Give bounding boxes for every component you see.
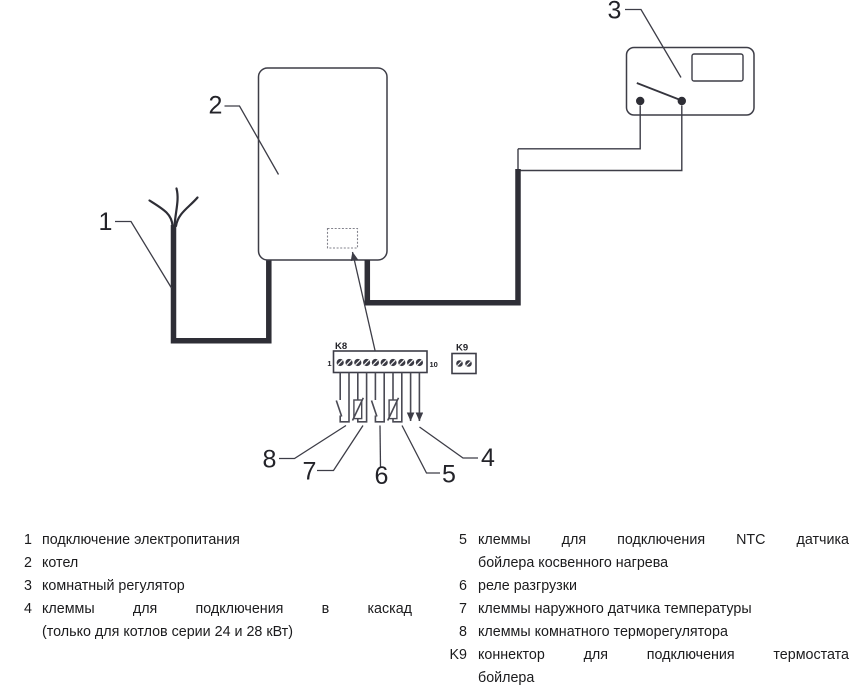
leader-outdoor-sensor [317,425,364,472]
legend-item-number: K9 [449,647,468,663]
callout-boiler: 2 [209,92,223,120]
k8-terminal-block: K8 1 10 [327,341,438,374]
callout-room-thermostat: 8 [263,446,277,474]
regulator-to-boiler-wiring [364,105,683,306]
power-cable-wire [170,225,272,344]
legend-item: 1 подключение электропитания [20,529,412,552]
k9-block-outline [451,352,477,375]
outdoor-sensor-symbol [351,372,368,423]
legend-item-number: 6 [459,578,467,594]
callout-labels: 1 2 3 8 7 6 5 4 [99,0,622,490]
room-thermostat-contact-symbol [335,372,350,423]
legend-item-text: подключение электропитания [42,532,240,548]
legend-item-number: 5 [459,532,467,548]
callout-cascade: 4 [481,444,495,472]
legend-item-number: 7 [459,601,467,617]
callout-relay: 6 [375,462,389,490]
legend-item-number: 1 [24,532,32,548]
legend-item-text: коннектор для подключения термостата [478,647,849,663]
legend-item-text: клеммы наружного датчика температуры [478,601,752,617]
power-wire-strand-middle [173,187,179,228]
k9-connector: K9 [451,343,477,375]
legend-item-number: 4 [24,601,32,617]
thermostat-switch-lever [636,82,683,102]
k8-block-outline [332,350,428,374]
legend-item: 3 комнатный регулятор [20,575,412,598]
callout-leaders [115,8,682,474]
power-wire-strand-left [148,199,174,228]
power-wire-strand-right [174,196,199,228]
room-regulator [625,46,755,116]
legend-item-number: 8 [459,624,467,640]
k8-location-dashed-box [326,227,359,249]
k8-block-label: K8 [335,341,347,352]
room-regulator-display [691,53,744,82]
legend-item-text: клеммы для подключения NTC датчика [478,532,849,548]
k8-terminal-10-label: 10 [430,360,438,369]
legend-item-text: комнатный регулятор [42,578,185,594]
legend-item: 7 клеммы наружного датчика температуры [432,598,849,621]
legend-item-text: реле разгрузки [478,578,577,594]
k8-external-wiring [335,372,424,423]
callout-room-regulator: 3 [608,0,622,25]
legend-item-text: клеммы для подключения в каскад [42,601,412,617]
leader-boiler [224,105,280,175]
regulator-wire-right [518,105,683,172]
legend-item: 4 клеммы для подключения в каскад (тольк… [20,598,412,644]
legend-item-text: (только для котлов серии 24 и 28 кВт) [42,624,293,640]
k8-location-arrow [350,251,377,353]
k8-terminal-1-label: 1 [327,359,331,368]
legend-item: 5 клеммы для подключения NTC датчика бой… [432,529,849,575]
callout-ntc-sensor: 5 [442,461,456,489]
legend-item-text: бойлера [478,670,535,686]
legend-item-number: 2 [24,555,32,571]
leader-room-regulator [625,8,682,78]
leader-ntc-sensor [401,425,440,474]
power-supply-cable [148,187,272,344]
regulator-cable [364,169,521,306]
boiler-body [257,67,388,261]
boiler-wiring-diagram: K8 1 10 K9 [99,0,755,490]
legend-item-number: 3 [24,578,32,594]
leader-room-thermostat [279,424,347,460]
legend-left-column: 1 подключение электропитания 2 котел 3 к… [20,529,412,644]
thermostat-contact-right [677,96,686,106]
callout-power-supply: 1 [99,208,113,236]
leader-power-supply [115,220,173,289]
leader-relay [379,425,382,468]
unload-relay-symbol [370,372,385,423]
callout-outdoor-sensor: 7 [303,458,317,486]
ntc-boiler-sensor-symbol [386,372,403,423]
k8-screw-terminals [336,358,423,367]
legend-right-column: 5 клеммы для подключения NTC датчика бой… [432,529,850,690]
room-regulator-body [625,46,755,116]
legend-item: 6 реле разгрузки [432,575,849,598]
thermostat-contact-left [636,96,645,106]
leader-cascade [419,426,478,459]
legend-item-text: котел [42,555,79,571]
legend-item-text: бойлера косвенного нагрева [478,555,669,571]
legend-item: 2 котел [20,552,412,575]
legend-item: K9 коннектор для подключения термостата … [432,644,850,690]
legend-item: 8 клеммы комнатного терморегулятора [432,621,849,644]
legend-item-text: клеммы комнатного терморегулятора [478,624,728,640]
regulator-wire-left [518,105,641,150]
k9-block-label: K9 [456,343,468,354]
